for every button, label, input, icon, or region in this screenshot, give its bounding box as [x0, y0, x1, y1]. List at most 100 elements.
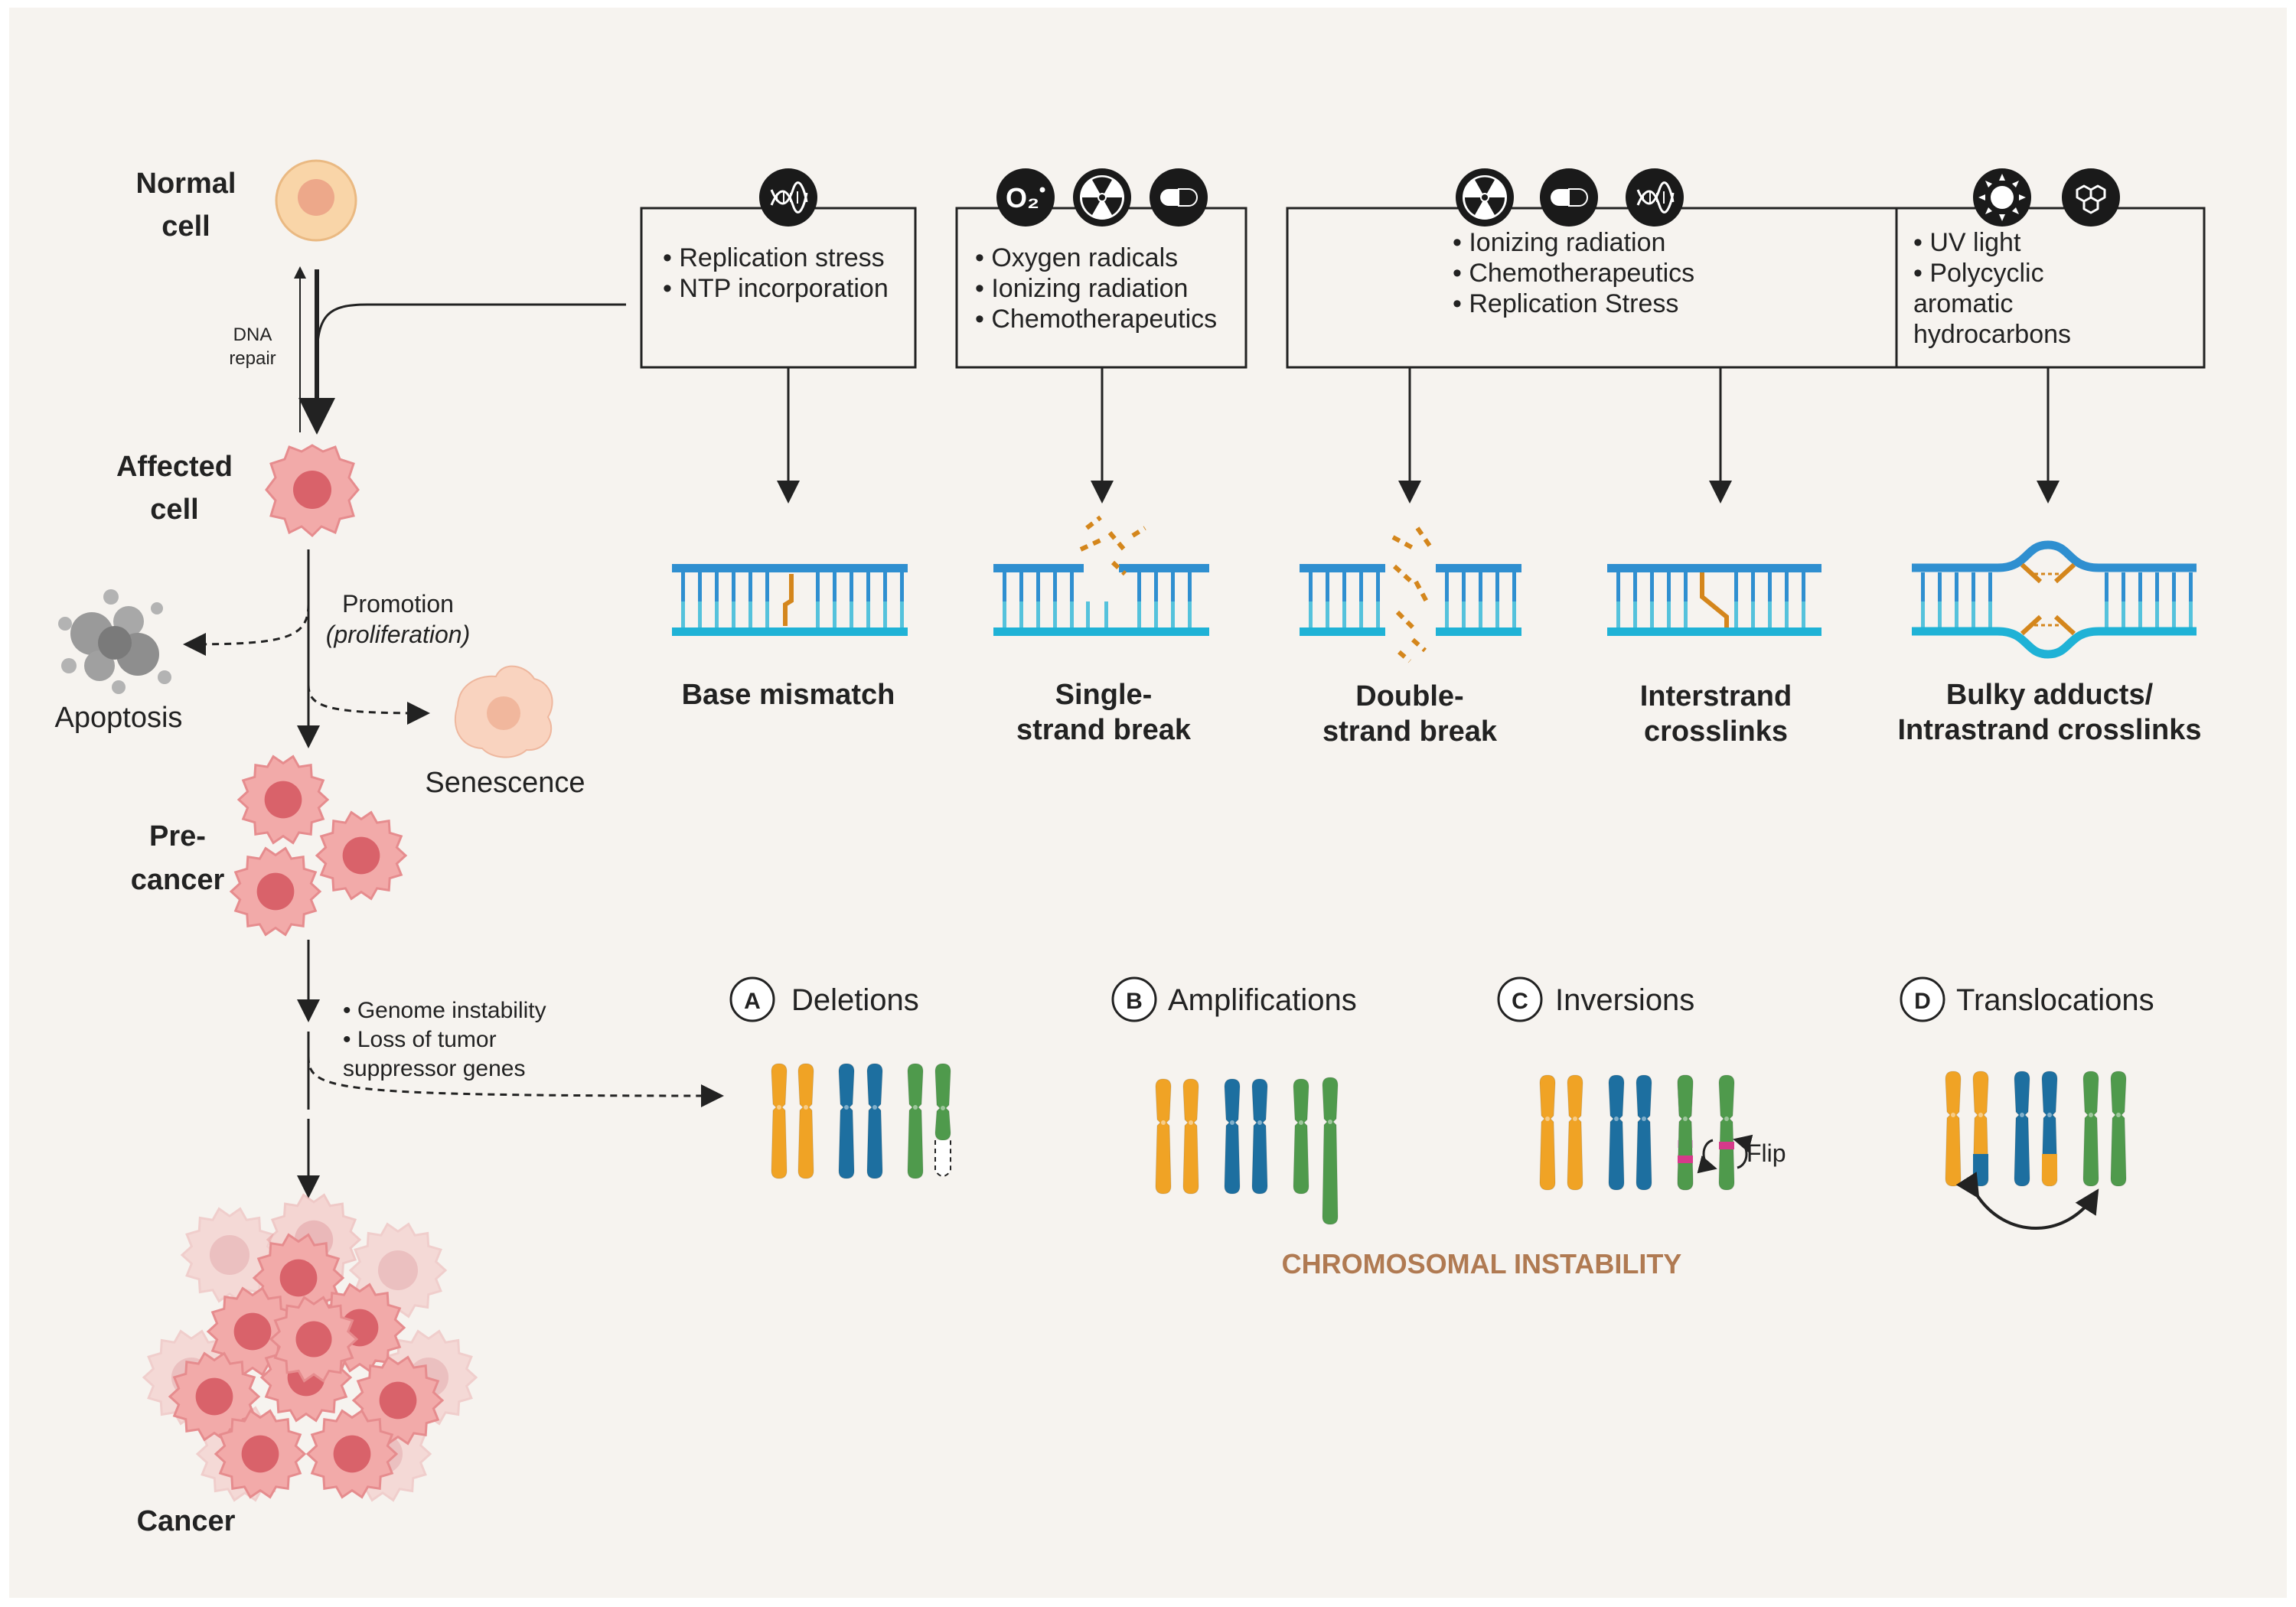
svg-text:suppressor genes: suppressor genes — [343, 1056, 525, 1081]
cancer-tumor-icon — [142, 1193, 478, 1502]
cancer-label: Cancer — [137, 1505, 236, 1537]
damage-label-2: Single- strand break — [1016, 679, 1192, 746]
svg-text:• NTP incorporation: • NTP incorporation — [663, 274, 889, 303]
chromosome — [838, 1063, 855, 1179]
cancer-cell — [214, 1409, 307, 1499]
senescence-label: Senescence — [425, 767, 585, 799]
svg-text:• Chemotherapeutics: • Chemotherapeutics — [1453, 259, 1694, 288]
svg-text:Double-: Double- — [1355, 680, 1463, 712]
double-strand-break-dna — [1300, 526, 1521, 663]
svg-text:Inversions: Inversions — [1555, 983, 1694, 1017]
svg-text:• Polycyclic: • Polycyclic — [1913, 259, 2044, 288]
single-strand-break-dna — [993, 515, 1209, 636]
dna-icon — [1626, 168, 1684, 227]
svg-text:• Ionizing radiation: • Ionizing radiation — [975, 274, 1188, 303]
damage-arrows — [777, 367, 2060, 504]
hydrocarbon-icon — [2062, 168, 2120, 227]
chromosome-illustrations — [771, 1063, 2127, 1225]
svg-text:Promotion: Promotion — [342, 590, 454, 618]
chromosome — [771, 1063, 788, 1179]
precancer-cells-icon — [229, 755, 408, 937]
svg-text:Translocations: Translocations — [1956, 983, 2154, 1017]
chromosome — [2041, 1071, 2058, 1187]
dna-repair-label: DNA repair — [229, 324, 276, 369]
chromosome — [1567, 1074, 1583, 1191]
source-box-4: • UV light • Polycyclic aromatic hydroca… — [1895, 168, 2206, 369]
svg-text:hydrocarbons: hydrocarbons — [1913, 320, 2071, 349]
radiation-icon — [1456, 168, 1514, 227]
dna-damage-illustrations — [672, 515, 2197, 663]
svg-text:Intrastrand crosslinks: Intrastrand crosslinks — [1897, 714, 2201, 746]
dna-icon — [759, 168, 817, 227]
chromosome — [2110, 1071, 2127, 1187]
cancer-cell — [269, 1296, 359, 1383]
bulky-adduct-dna — [1912, 540, 2197, 659]
radiation-icon — [1073, 168, 1131, 227]
svg-text:Base mismatch: Base mismatch — [682, 679, 895, 711]
base-mismatch-dna — [672, 564, 908, 636]
cancer-cell — [168, 1351, 261, 1442]
cancer-cell — [305, 1409, 399, 1499]
flip-annotation: Flip — [1697, 1134, 1786, 1174]
svg-text:• Replication stress: • Replication stress — [663, 243, 885, 272]
chromosome — [1155, 1078, 1172, 1195]
senescence-icon — [454, 665, 553, 758]
chromosome — [1224, 1078, 1241, 1195]
promotion-label: Promotion (proliferation) — [326, 590, 471, 648]
chromosomal-header-a: A Deletions — [729, 976, 919, 1022]
chromosome — [907, 1063, 924, 1179]
normal-cell-icon — [275, 159, 357, 242]
dna-repair-arrows — [294, 266, 626, 435]
source-box-3: • Ionizing radiation • Chemotherapeutics… — [1286, 168, 1898, 369]
svg-text:• Oxygen radicals: • Oxygen radicals — [975, 243, 1178, 272]
svg-text:• UV light: • UV light — [1913, 228, 2021, 257]
interstrand-crosslink-dna — [1607, 564, 1821, 636]
source-box-1: • Replication stress • NTP incorporation — [640, 168, 917, 369]
svg-text:Bulky adducts/: Bulky adducts/ — [1946, 679, 2154, 711]
svg-text:Affected: Affected — [116, 451, 233, 483]
damage-label-1: Base mismatch — [682, 679, 895, 711]
chromosomal-header-c: C Inversions — [1497, 976, 1694, 1022]
affected-cell-label: Affected cell — [116, 451, 233, 526]
chromosome — [1636, 1074, 1652, 1191]
translocation-swap-arrow — [1955, 1172, 2099, 1230]
affected-cell-icon — [265, 444, 360, 538]
cancer-cell — [315, 810, 408, 901]
chromosome — [797, 1063, 814, 1179]
chromosome — [1539, 1074, 1556, 1191]
svg-text:• Chemotherapeutics: • Chemotherapeutics — [975, 305, 1217, 334]
cancer-cell — [229, 846, 322, 937]
svg-text:Interstrand: Interstrand — [1640, 680, 1792, 712]
chromosome — [934, 1063, 951, 1177]
svg-text:B: B — [1126, 989, 1143, 1014]
svg-text:O₂: O₂ — [1006, 182, 1039, 214]
svg-text:• Loss of tumor: • Loss of tumor — [343, 1027, 497, 1052]
progression-arrows — [183, 549, 724, 1198]
apoptosis-icon — [58, 589, 171, 694]
svg-text:cancer: cancer — [131, 864, 225, 896]
damage-label-4: Interstrand crosslinks — [1640, 680, 1792, 748]
chromosome — [866, 1063, 883, 1179]
chromosomal-header-b: B Amplifications — [1111, 976, 1357, 1022]
svg-text:• Ionizing radiation: • Ionizing radiation — [1453, 228, 1665, 257]
chromosome — [1251, 1078, 1268, 1195]
chromosomal-instability-title: CHROMOSOMAL INSTABILITY — [1282, 1248, 1682, 1279]
apoptosis-label: Apoptosis — [55, 702, 183, 734]
normal-cell-label: Normal cell — [136, 168, 236, 243]
pill-icon — [1540, 168, 1598, 227]
uv-light-icon — [1973, 168, 2031, 227]
pill-icon — [1150, 168, 1208, 227]
svg-text:• Genome instability: • Genome instability — [343, 998, 546, 1023]
svg-text:Flip: Flip — [1746, 1139, 1786, 1167]
chromosome — [1182, 1078, 1199, 1195]
svg-text:strand break: strand break — [1016, 714, 1192, 746]
svg-text:Deletions: Deletions — [791, 983, 919, 1017]
chromosome — [1677, 1074, 1694, 1191]
chromosome — [1945, 1071, 1962, 1187]
svg-text:Amplifications: Amplifications — [1168, 983, 1357, 1017]
chromosome — [2082, 1071, 2099, 1187]
svg-text:strand break: strand break — [1322, 715, 1498, 748]
svg-text:Pre-: Pre- — [149, 820, 206, 852]
damage-label-3: Double- strand break — [1322, 680, 1498, 748]
